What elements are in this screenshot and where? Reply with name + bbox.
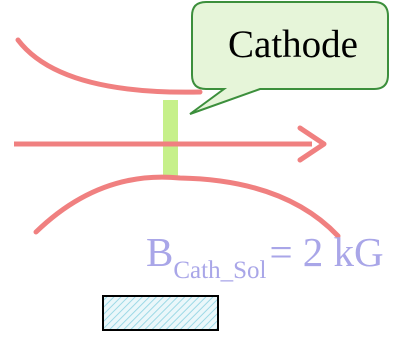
solenoid-coil-box xyxy=(102,295,219,331)
field-strength-label: BCath_Sol= 2 kG xyxy=(146,228,384,295)
cathode-callout xyxy=(189,1,389,115)
upper-magnet-curve xyxy=(15,37,203,95)
beam-arrow-head xyxy=(297,125,327,163)
field-subscript: Cath_Sol xyxy=(173,257,267,284)
cathode-bar xyxy=(163,100,178,178)
field-symbol: B xyxy=(146,229,174,275)
field-value: = 2 kG xyxy=(269,229,384,275)
callout-label: Cathode xyxy=(228,23,358,66)
lower-magnet-curve xyxy=(33,174,341,239)
